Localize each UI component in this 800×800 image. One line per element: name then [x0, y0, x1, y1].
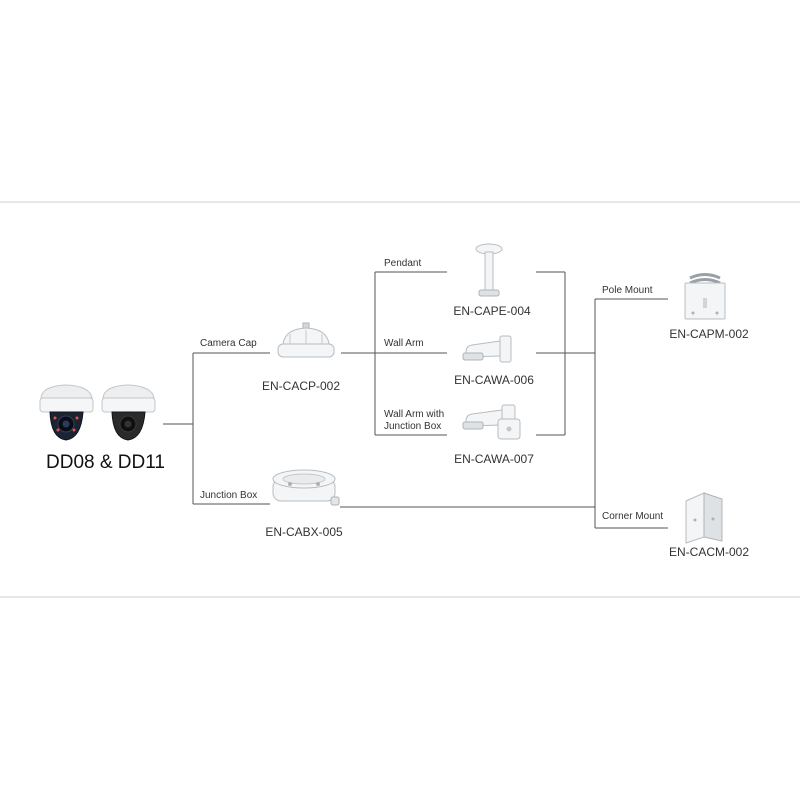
model-code-cabx: EN-CABX-005: [265, 525, 343, 539]
model-code-cawa6: EN-CAWA-006: [454, 373, 534, 387]
model-code-cawa7: EN-CAWA-007: [454, 452, 534, 466]
model-code-capm: EN-CAPM-002: [669, 327, 749, 341]
dome-camera-dark-icon: [101, 384, 156, 441]
wall-arm-icon: [462, 335, 512, 363]
branch-label-junction-box: Junction Box: [200, 490, 257, 501]
corner-mount-icon: [685, 492, 723, 544]
branch-label-camera-cap: Camera Cap: [200, 338, 257, 349]
dome-camera-white-icon: [39, 384, 94, 441]
camera-cap-icon: [277, 322, 335, 358]
junction-box-icon: [272, 469, 340, 506]
model-code-cacm: EN-CACM-002: [669, 545, 749, 559]
product-title: DD08 & DD11: [46, 452, 165, 473]
branch-label-wall-arm: Wall Arm: [384, 338, 424, 349]
connector-lines: [163, 271, 668, 529]
wall-arm-junction-box-icon: [462, 404, 521, 440]
model-code-cacp: EN-CACP-002: [262, 379, 340, 393]
branch-label-wall-arm-jb-line1: Wall Arm with: [384, 409, 444, 420]
branch-label-pole-mount: Pole Mount: [602, 285, 653, 296]
pole-mount-icon: [684, 273, 726, 320]
branch-label-wall-arm-jb-line2: Junction Box: [384, 421, 441, 432]
model-code-cape: EN-CAPE-004: [453, 304, 531, 318]
branch-label-pendant: Pendant: [384, 258, 421, 269]
pendant-mount-icon: [475, 243, 503, 297]
branch-label-corner-mount: Corner Mount: [602, 511, 663, 522]
